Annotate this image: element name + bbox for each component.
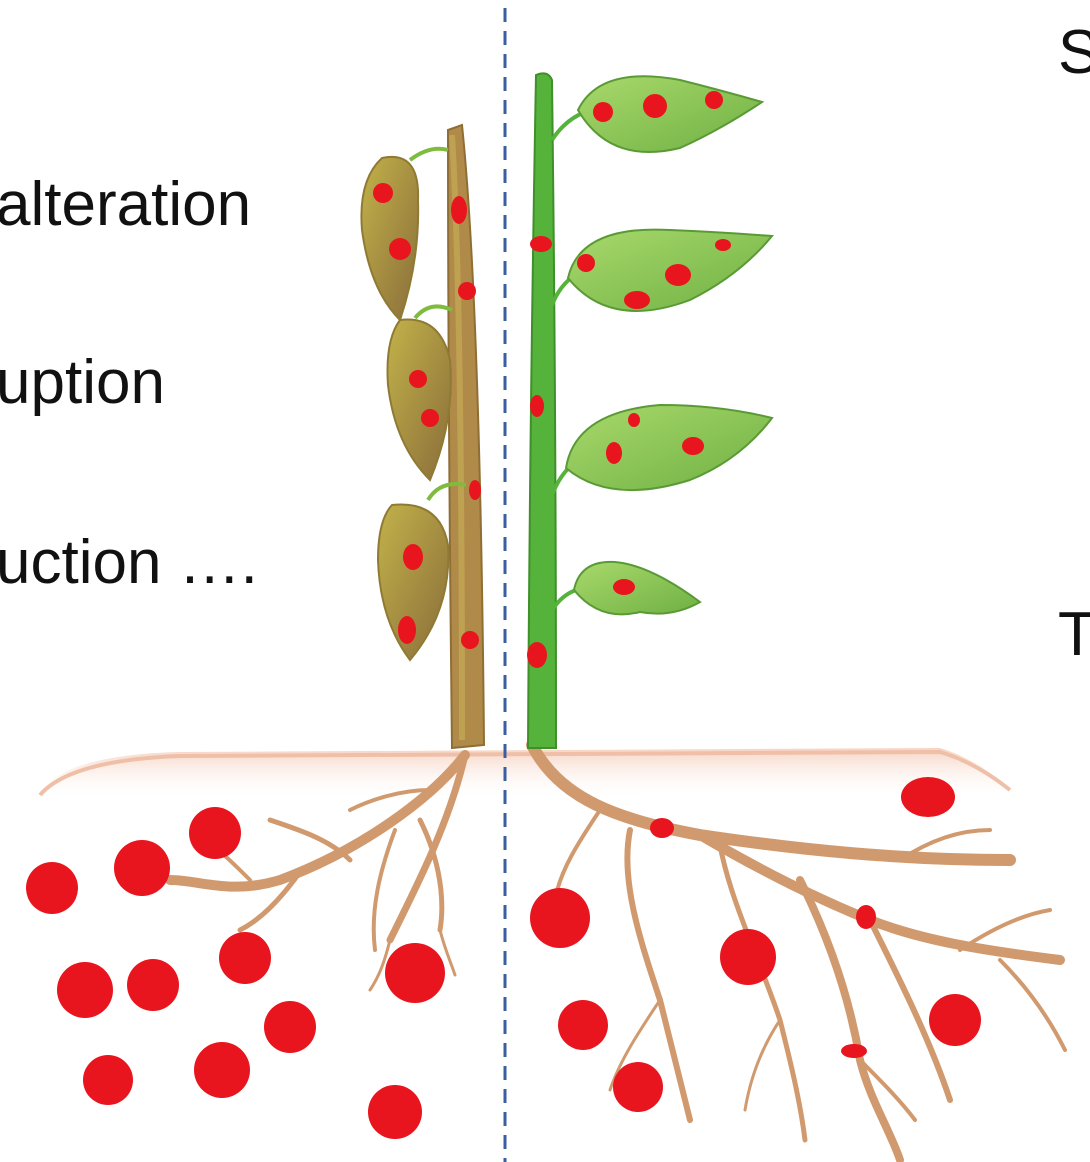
- nanoparticle-dot-icon: [650, 818, 674, 838]
- healthy-plant-icon: [528, 73, 772, 748]
- nanoparticle-dot-icon: [665, 264, 691, 286]
- nanoparticle-dot-icon: [385, 943, 445, 1003]
- nanoparticle-dot-icon: [901, 777, 955, 817]
- nanoparticle-dot-icon: [389, 238, 411, 260]
- wilted-plant-icon: [361, 125, 484, 748]
- nanoparticle-dot-icon: [451, 196, 467, 224]
- nanoparticle-dot-icon: [83, 1055, 133, 1105]
- nanoparticle-dot-icon: [613, 579, 635, 595]
- nanoparticle-dot-icon: [558, 1000, 608, 1050]
- nanoparticle-dot-icon: [577, 254, 595, 272]
- nanoparticle-dot-icon: [613, 1062, 663, 1112]
- nanoparticle-dot-icon: [127, 959, 179, 1011]
- nanoparticle-dot-icon: [373, 183, 393, 203]
- nanoparticle-dot-icon: [856, 905, 876, 929]
- nanoparticle-dot-icon: [643, 94, 667, 118]
- nanoparticle-dot-icon: [26, 862, 78, 914]
- nanoparticle-dot-icon: [469, 480, 481, 500]
- nanoparticle-dot-icon: [682, 437, 704, 455]
- nanoparticle-dot-icon: [114, 840, 170, 896]
- soil-surface: [40, 748, 1010, 800]
- nanoparticle-dot-icon: [606, 442, 622, 464]
- right-roots: [532, 745, 1065, 1160]
- nanoparticle-dot-icon: [530, 888, 590, 948]
- nanoparticle-dot-icon: [628, 413, 640, 427]
- nanoparticle-dot-icon: [705, 91, 723, 109]
- nanoparticle-dot-icon: [409, 370, 427, 388]
- nanoparticle-dot-icon: [421, 409, 439, 427]
- nanoparticle-dot-icon: [841, 1044, 867, 1058]
- nanoparticle-dot-icon: [57, 962, 113, 1018]
- nanoparticle-dot-icon: [219, 932, 271, 984]
- nanoparticle-dot-icon: [720, 929, 776, 985]
- nanoparticle-dot-icon: [715, 239, 731, 251]
- nanoparticle-dot-icon: [461, 631, 479, 649]
- nanoparticle-dot-icon: [368, 1085, 422, 1139]
- nanoparticle-dot-icon: [929, 994, 981, 1046]
- nanoparticle-dot-icon: [624, 291, 650, 309]
- nanoparticle-dot-icon: [189, 807, 241, 859]
- nanoparticle-dot-icon: [264, 1001, 316, 1053]
- nanoparticle-dot-icon: [593, 102, 613, 122]
- nanoparticle-dot-icon: [458, 282, 476, 300]
- nanoparticle-dot-icon: [194, 1042, 250, 1098]
- nanoparticle-dot-icon: [530, 395, 544, 417]
- nanoparticle-dot-icon: [398, 616, 416, 644]
- nanoparticle-dot-icon: [527, 642, 547, 668]
- nanoparticle-dot-icon: [530, 236, 552, 252]
- nanoparticle-dot-icon: [403, 544, 423, 570]
